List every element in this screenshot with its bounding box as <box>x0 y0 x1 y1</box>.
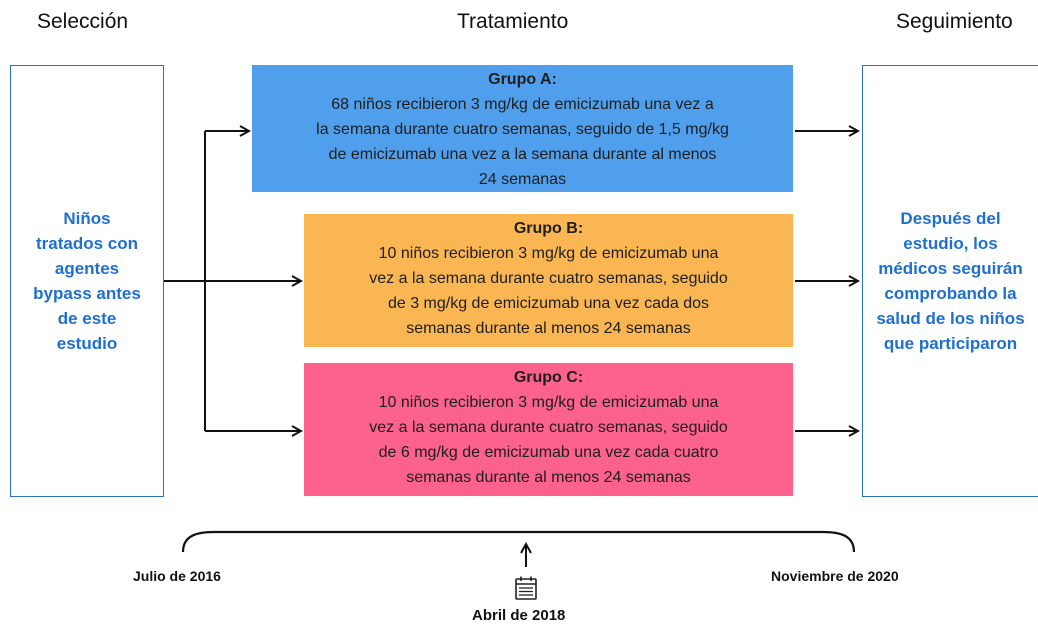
group-a-line: de emicizumab una vez a la semana durant… <box>328 146 717 163</box>
heading-tratamiento: Tratamiento <box>457 10 569 33</box>
group-c-title: Grupo C: <box>513 369 584 386</box>
group-c-box: Grupo C: 10 niños recibieron 3 mg/kg de … <box>304 363 793 496</box>
group-b-title: Grupo B: <box>513 220 584 237</box>
heading-seguimiento: Seguimiento <box>896 10 1013 33</box>
followup-box-text: Después del estudio, los médicos seguirá… <box>876 209 1025 353</box>
timeline-start-label: Julio de 2016 <box>133 568 221 584</box>
group-b-line: 10 niños recibieron 3 mg/kg de emicizuma… <box>378 245 719 262</box>
group-a-line: la semana durante cuatro semanas, seguid… <box>316 121 729 138</box>
group-c-line: semanas durante al menos 24 semanas <box>406 469 691 486</box>
group-c-line: 10 niños recibieron 3 mg/kg de emicizuma… <box>378 394 719 411</box>
group-c-line: de 6 mg/kg de emicizumab una vez cada cu… <box>378 444 719 461</box>
group-a-title: Grupo A: <box>488 71 557 88</box>
selection-box: Niños tratados con agentes bypass antes … <box>10 65 164 497</box>
timeline-end-label: Noviembre de 2020 <box>771 568 899 584</box>
timeline-brace <box>181 530 856 553</box>
group-a-line: 68 niños recibieron 3 mg/kg de emicizuma… <box>331 96 714 113</box>
selection-box-text: Niños tratados con agentes bypass antes … <box>33 209 141 353</box>
group-b-line: vez a la semana durante cuatro semanas, … <box>369 270 728 287</box>
timeline-middle-label: Abril de 2018 <box>472 607 566 624</box>
group-a-line: 24 semanas <box>478 171 567 188</box>
group-b-line: de 3 mg/kg de emicizumab una vez cada do… <box>387 295 710 312</box>
group-b-box: Grupo B: 10 niños recibieron 3 mg/kg de … <box>304 214 793 347</box>
calendar-icon <box>515 576 537 600</box>
followup-box: Después del estudio, los médicos seguirá… <box>862 65 1038 497</box>
group-c-line: vez a la semana durante cuatro semanas, … <box>369 419 728 436</box>
heading-seleccion: Selección <box>37 10 129 33</box>
group-b-line: semanas durante al menos 24 semanas <box>406 320 691 337</box>
group-a-box: Grupo A: 68 niños recibieron 3 mg/kg de … <box>252 65 793 192</box>
